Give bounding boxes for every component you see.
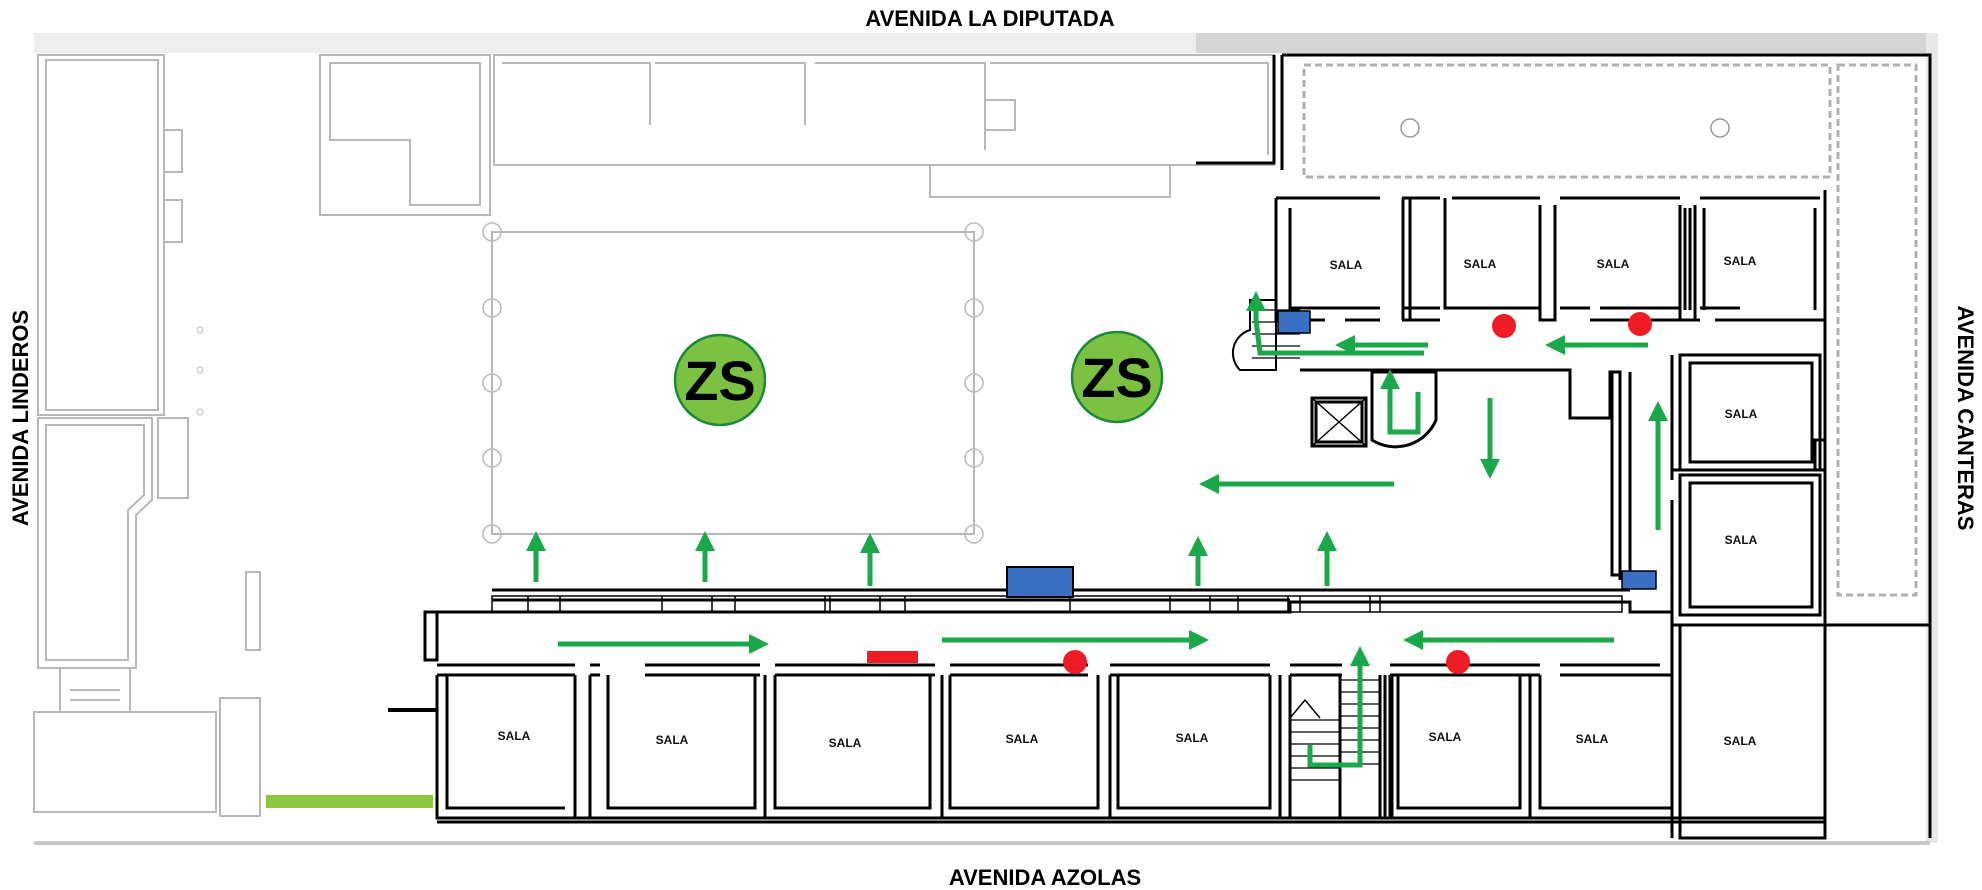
room-label: SALA — [1176, 731, 1209, 745]
room-label: SALA — [498, 729, 531, 743]
safe-zone-icon: ZS — [673, 333, 767, 427]
exit-meeting-strip — [266, 795, 433, 808]
room-label: SALA — [1330, 258, 1363, 272]
evacuation-arrow-icon — [1307, 646, 1370, 768]
evacuation-arrow-icon — [1380, 369, 1421, 435]
west-wing — [33, 54, 261, 817]
safe-zone-icon: ZS — [1070, 330, 1164, 424]
evacuation-arrow-icon — [1246, 291, 1424, 356]
room-label: SALA — [1464, 257, 1497, 271]
room-label: SALA — [1724, 734, 1757, 748]
sidewalk-north-dark — [1196, 33, 1934, 53]
fire-extinguisher-icon — [1063, 650, 1087, 674]
room-label: SALA — [1724, 254, 1757, 268]
fire-extinguisher-icon — [1628, 312, 1652, 336]
room-label: SALA — [1597, 257, 1630, 271]
fire-extinguisher-icon — [1492, 314, 1516, 338]
fire-extinguisher-icon — [867, 651, 918, 663]
room-label: SALA — [1725, 407, 1758, 421]
courtyard — [482, 222, 984, 544]
street-label-north: AVENIDA LA DIPUTADA — [865, 6, 1114, 31]
street-label-west: AVENIDA LINDEROS — [8, 310, 33, 526]
fire-extinguisher-icon — [1446, 650, 1470, 674]
room-label: SALA — [656, 733, 689, 747]
alarm-panel-icon — [1621, 570, 1657, 590]
evacuation-arrows — [526, 291, 1668, 768]
alarm-panel-icon — [1006, 566, 1074, 598]
room-label: SALA — [1006, 732, 1039, 746]
north-east-building — [1196, 53, 1932, 840]
north-block — [319, 54, 1275, 216]
room-label: SALA — [1429, 730, 1462, 744]
sidewalk-east — [1926, 33, 1938, 843]
street-label-east: AVENIDA CANTERAS — [1953, 306, 1978, 531]
room-label: SALA — [1725, 533, 1758, 547]
street-label-south: AVENIDA AZOLAS — [949, 865, 1141, 890]
room-labels: SALA SALA SALA SALA SALA SALA SALA SALA … — [498, 254, 1758, 750]
room-label: SALA — [1576, 732, 1609, 746]
alarm-panel-icon — [1277, 310, 1311, 334]
room-label: SALA — [829, 736, 862, 750]
safe-zone-label: ZS — [1081, 346, 1153, 409]
south-building — [388, 588, 1825, 838]
safe-zone-label: ZS — [684, 349, 756, 412]
